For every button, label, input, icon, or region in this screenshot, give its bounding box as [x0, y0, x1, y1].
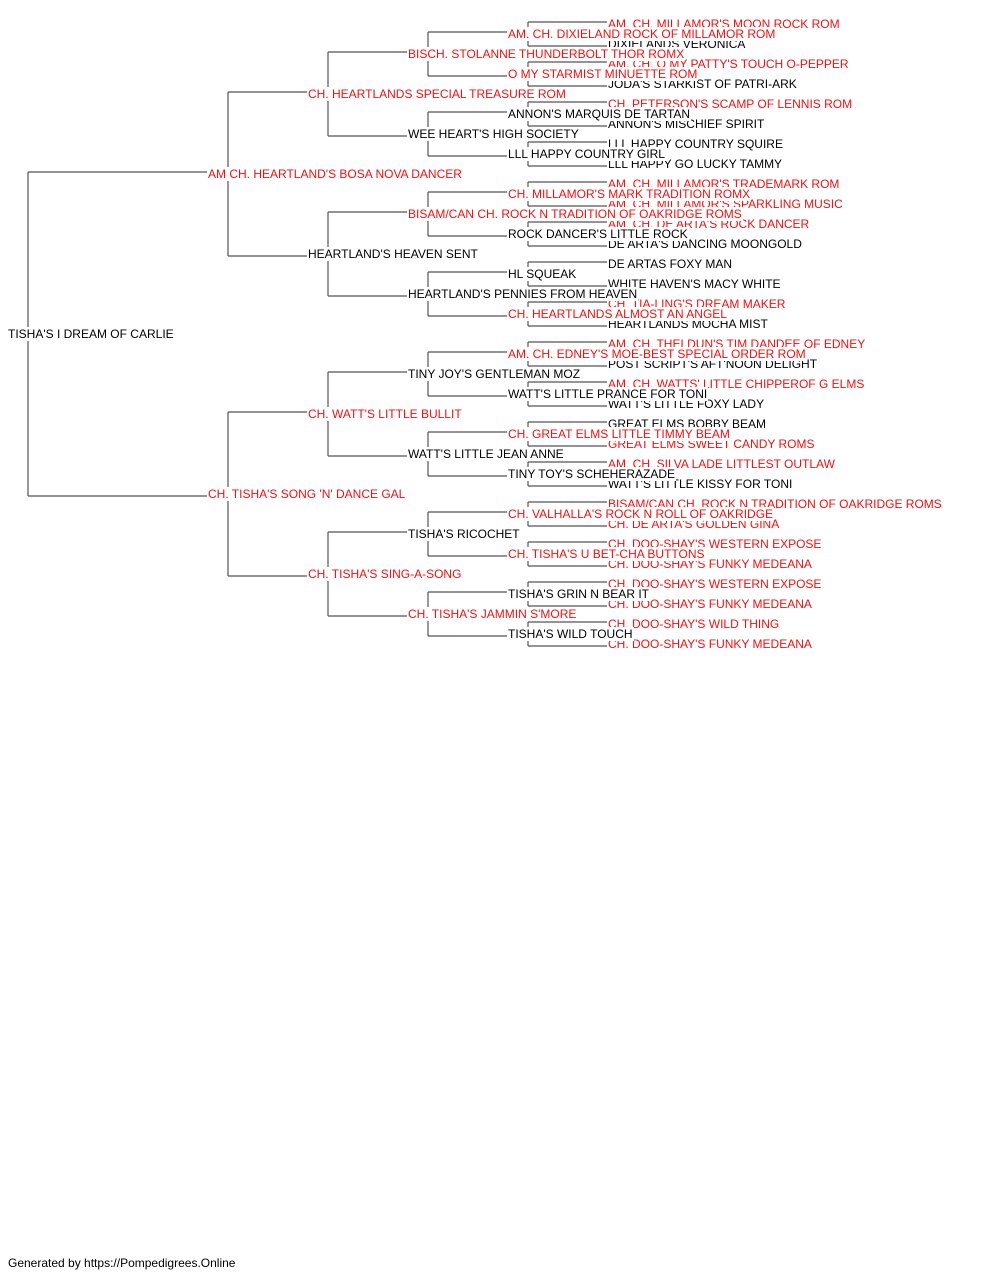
- pedigree-sire-gen4: AM. CH. DIXIELAND ROCK OF MILLAMOR ROM: [507, 27, 777, 41]
- pedigree-dam-gen5: CH. DOO-SHAY'S FUNKY MEDEANA: [607, 597, 813, 611]
- pedigree-sire-gen4: AM. CH. EDNEY'S MOE-BEST SPECIAL ORDER R…: [507, 347, 807, 361]
- pedigree-dam-gen4: O MY STARMIST MINUETTE ROM: [507, 67, 699, 81]
- pedigree-sire-gen3: BISAM/CAN CH. ROCK N TRADITION OF OAKRID…: [407, 207, 743, 221]
- pedigree-dam-gen3: CH. TISHA'S JAMMIN S'MORE: [407, 607, 578, 621]
- pedigree-dam-gen2: HEARTLAND'S HEAVEN SENT: [307, 247, 479, 261]
- pedigree-dam-gen4: ROCK DANCER'S LITTLE ROCK: [507, 227, 689, 241]
- pedigree-sire-gen4: CH. MILLAMOR'S MARK TRADITION ROMX: [507, 187, 752, 201]
- pedigree-dam-gen5: WHITE HAVEN'S MACY WHITE: [607, 277, 782, 291]
- pedigree-sire-gen5: DE ARTAS FOXY MAN: [607, 257, 734, 271]
- pedigree-dam-gen3: WEE HEART'S HIGH SOCIETY: [407, 127, 580, 141]
- pedigree-dam-gen4: WATT'S LITTLE PRANCE FOR TONI: [507, 387, 709, 401]
- pedigree-dam-gen4: TINY TOY'S SCHEHERAZADE: [507, 467, 676, 481]
- pedigree-sire-gen3: BISCH. STOLANNE THUNDERBOLT THOR ROMX: [407, 47, 686, 61]
- pedigree-dam-gen4: CH. TISHA'S U BET-CHA BUTTONS: [507, 547, 706, 561]
- pedigree-sire-gen3: TINY JOY'S GENTLEMAN MOZ: [407, 367, 582, 381]
- pedigree-sire-gen3: TISHA'S RICOCHET: [407, 527, 521, 541]
- pedigree-sire-gen5: CH. DOO-SHAY'S WESTERN EXPOSE: [607, 577, 823, 591]
- pedigree-dam-gen4: CH. HEARTLANDS ALMOST AN ANGEL: [507, 307, 728, 321]
- pedigree-dam-gen4: LLL HAPPY COUNTRY GIRL: [507, 147, 666, 161]
- pedigree-sire-gen2: CH. WATT'S LITTLE BULLIT: [307, 407, 463, 421]
- pedigree-sire-gen1: AM CH. HEARTLAND'S BOSA NOVA DANCER: [207, 167, 463, 181]
- pedigree-sire-gen4: CH. VALHALLA'S ROCK N ROLL OF OAKRIDGE: [507, 507, 775, 521]
- pedigree-dam-gen5: CH. DOO-SHAY'S FUNKY MEDEANA: [607, 637, 813, 651]
- pedigree-sire-gen4: ANNON'S MARQUIS DE TARTAN: [507, 107, 692, 121]
- pedigree-sire-gen4: CH. GREAT ELMS LITTLE TIMMY BEAM: [507, 427, 731, 441]
- pedigree-sire-gen5: CH. DOO-SHAY'S WILD THING: [607, 617, 781, 631]
- generated-by-footer: Generated by https://Pompedigrees.Online: [8, 1256, 236, 1270]
- pedigree-dam-gen4: TISHA'S WILD TOUCH: [507, 627, 634, 641]
- pedigree-sire-gen4: HL SQUEAK: [507, 267, 578, 281]
- pedigree-sire-gen2: CH. HEARTLANDS SPECIAL TREASURE ROM: [307, 87, 567, 101]
- pedigree-sire-gen4: TISHA'S GRIN N BEAR IT: [507, 587, 650, 601]
- pedigree-dam-gen3: HEARTLAND'S PENNIES FROM HEAVEN: [407, 287, 639, 301]
- pedigree-dam-gen2: CH. TISHA'S SING-A-SONG: [307, 567, 463, 581]
- pedigree-dam-gen1: CH. TISHA'S SONG 'N' DANCE GAL: [207, 487, 407, 501]
- pedigree-dog-gen0: TISHA'S I DREAM OF CARLIE: [7, 327, 175, 341]
- pedigree-dam-gen3: WATT'S LITTLE JEAN ANNE: [407, 447, 565, 461]
